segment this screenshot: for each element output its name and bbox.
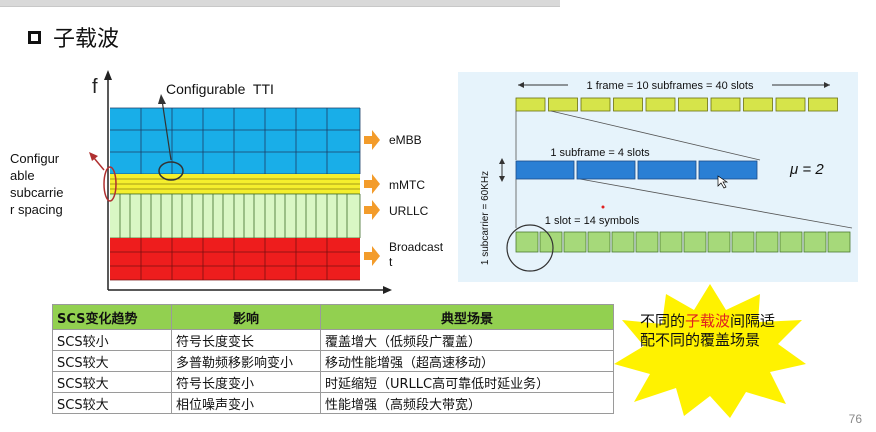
urllc-arrow-icon xyxy=(364,200,380,220)
table-cell: 性能增强（高频段大带宽） xyxy=(320,392,614,414)
broadcast-band xyxy=(110,238,360,281)
scs-table: SCS变化趋势 影响 典型场景 SCS较小 符号长度变长 覆盖增大（低频段广覆盖… xyxy=(52,304,614,414)
table-cell: 时延缩短（URLLC高可靠低时延业务） xyxy=(320,371,614,393)
urllc-label: URLLC xyxy=(389,204,429,218)
mmtc-label: mMTC xyxy=(389,178,425,192)
symbol-block xyxy=(803,231,827,253)
subframe-block xyxy=(645,97,676,112)
frame-label-group: 1 frame = 10 subframes = 40 slots xyxy=(518,80,830,92)
symbol-block xyxy=(827,231,851,253)
subframe-block xyxy=(515,97,546,112)
callout-post: 间隔适配不同的覆盖场景 xyxy=(640,312,776,349)
table-row: SCS较小 符号长度变长 覆盖增大（低频段广覆盖） xyxy=(52,329,614,351)
flexible-numerology-diagram: f xyxy=(10,70,444,294)
table-header-row: SCS变化趋势 影响 典型场景 xyxy=(52,304,614,330)
symbol-block xyxy=(755,231,779,253)
table-row: SCS较大 相位噪声变小 性能增强（高频段大带宽） xyxy=(52,392,614,414)
callout-pre: 不同的 xyxy=(640,312,686,330)
table-cell: 符号长度变长 xyxy=(171,329,321,351)
subcarrier-label: 1 subcarrier = 60KHz xyxy=(480,171,491,265)
slide-title-text: 子载波 xyxy=(53,27,120,52)
symbol-block xyxy=(683,231,707,253)
y-arrow-icon xyxy=(104,70,112,80)
configurable-scs-label: Configur able subcarrie r spacing xyxy=(10,151,67,217)
table-cell: SCS较大 xyxy=(52,371,172,393)
slot-highlight-circle xyxy=(506,224,554,272)
configurable-tti-label: Configurable TTI xyxy=(166,81,274,97)
table-cell: 符号长度变小 xyxy=(171,371,321,393)
table-row: SCS较大 多普勒频移影响变小 移动性能增强（超高速移动） xyxy=(52,350,614,372)
callout-highlight: 子载波 xyxy=(685,312,731,330)
header-scs-trend: SCS变化趋势 xyxy=(52,304,172,330)
slot-block xyxy=(576,160,636,180)
axes: f xyxy=(92,70,392,294)
symbol-block xyxy=(539,231,563,253)
table-cell: 多普勒频移影响变小 xyxy=(171,350,321,372)
subframe-block xyxy=(548,97,578,112)
zoom-lines xyxy=(515,110,853,229)
mmtc-arrow-icon xyxy=(364,174,380,194)
service-labels: eMBB mMTC URLLC Broadcast t xyxy=(364,130,444,269)
symbol-block xyxy=(635,231,659,253)
callout-text: 不同的子载波间隔适配不同的覆盖场景 xyxy=(640,312,790,350)
embb-band xyxy=(110,107,361,175)
pointer-dot xyxy=(601,205,605,209)
subframe-block xyxy=(775,97,806,112)
subframe-block xyxy=(613,97,643,112)
subframe-block xyxy=(710,97,741,112)
symbol-block xyxy=(659,231,683,253)
slot-block xyxy=(698,160,758,180)
subframe-block xyxy=(678,97,708,112)
subframe-row xyxy=(515,160,758,180)
broadcast-label: Broadcast xyxy=(389,240,444,254)
subframe-block xyxy=(808,97,838,112)
bullet-square-icon xyxy=(28,30,41,44)
symbol-block xyxy=(515,231,539,253)
header-impact: 影响 xyxy=(171,304,321,330)
slide-title: 子载波 xyxy=(28,22,119,52)
symbol-block xyxy=(611,231,635,253)
table-row: SCS较大 符号长度变小 时延缩短（URLLC高可靠低时延业务） xyxy=(52,371,614,393)
frame-label: 1 frame = 10 subframes = 40 slots xyxy=(587,80,754,92)
top-bar xyxy=(0,0,560,7)
broadcast-label-cont: t xyxy=(389,255,393,269)
slot-block xyxy=(637,160,697,180)
symbol-block xyxy=(731,231,755,253)
urllc-band xyxy=(110,193,361,239)
tti-annotation: Configurable TTI xyxy=(158,81,274,181)
mouse-cursor-icon xyxy=(717,175,729,189)
starburst-shape xyxy=(614,284,806,418)
table-cell: SCS较大 xyxy=(52,392,172,414)
subframe-block xyxy=(743,97,773,112)
frame-row xyxy=(515,97,838,112)
embb-arrow-icon xyxy=(364,130,380,150)
mmtc-band xyxy=(110,174,360,195)
subframe-block xyxy=(580,97,611,112)
table-cell: 移动性能增强（超高速移动） xyxy=(320,350,614,372)
table-cell: 相位噪声变小 xyxy=(171,392,321,414)
page-number: 76 xyxy=(848,412,862,426)
symbol-block xyxy=(707,231,731,253)
slot-label: 1 slot = 14 symbols xyxy=(545,215,640,227)
y-axis-label: f xyxy=(92,76,98,98)
slot-row xyxy=(515,231,851,253)
header-scenario: 典型场景 xyxy=(320,304,614,330)
subcarrier-axis: 1 subcarrier = 60KHz xyxy=(480,158,554,272)
slot-block xyxy=(515,160,575,180)
symbol-block xyxy=(779,231,803,253)
frame-structure-diagram: 1 frame = 10 subframes = 40 slots 1 subf… xyxy=(458,72,858,282)
table-cell: 覆盖增大（低频段广覆盖） xyxy=(320,329,614,351)
symbol-block xyxy=(587,231,611,253)
broadcast-arrow-icon xyxy=(364,246,380,266)
x-arrow-icon xyxy=(383,286,392,294)
subframe-label: 1 subframe = 4 slots xyxy=(550,147,650,159)
mu-label: μ = 2 xyxy=(789,161,824,178)
embb-label: eMBB xyxy=(389,133,422,147)
table-cell: SCS较小 xyxy=(52,329,172,351)
table-cell: SCS较大 xyxy=(52,350,172,372)
symbol-block xyxy=(563,231,587,253)
scs-annotation: Configur able subcarrie r spacing xyxy=(10,151,117,217)
